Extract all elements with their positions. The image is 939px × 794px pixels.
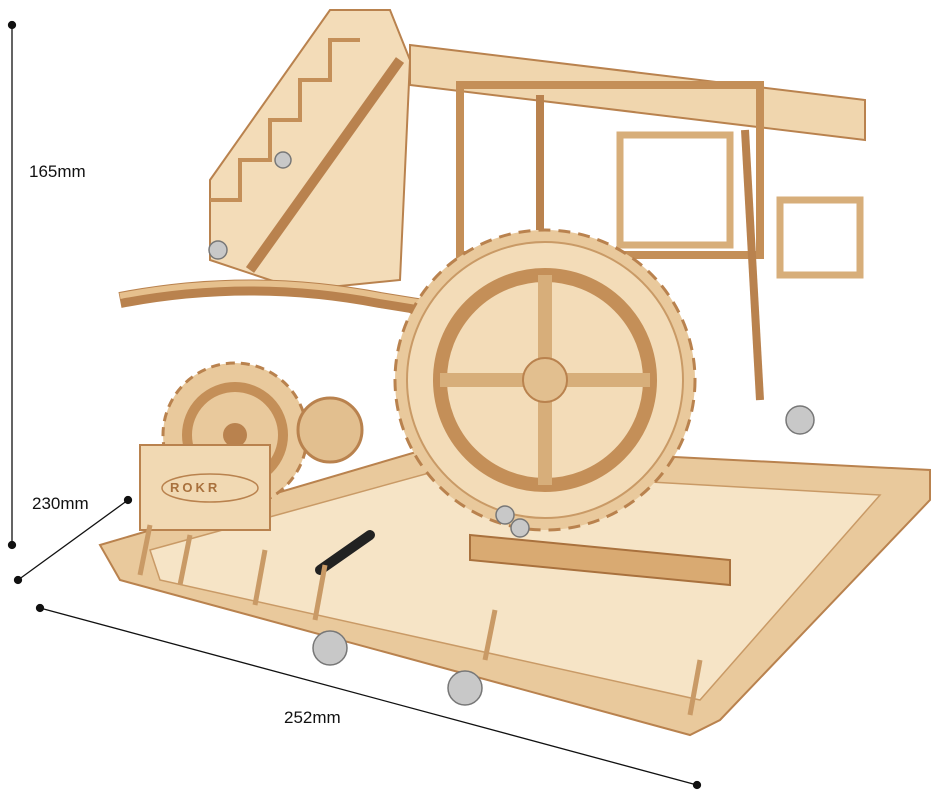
top-rack (409, 43, 866, 142)
height-label: 165mm (29, 162, 86, 181)
logo-text: ROKR (170, 480, 221, 495)
height-dimension-line (7, 20, 17, 550)
crank-hub (296, 396, 364, 464)
crank-handle (315, 530, 375, 575)
wooden-marble-run-model (98, 9, 931, 737)
staircase-lift (209, 9, 412, 292)
width-dimension-line (35, 603, 702, 790)
depth-dimension-line (13, 495, 133, 585)
large-gear (393, 228, 697, 532)
steel-marbles (208, 151, 815, 706)
width-label: 252mm (284, 708, 341, 727)
depth-label: 230mm (32, 494, 89, 513)
